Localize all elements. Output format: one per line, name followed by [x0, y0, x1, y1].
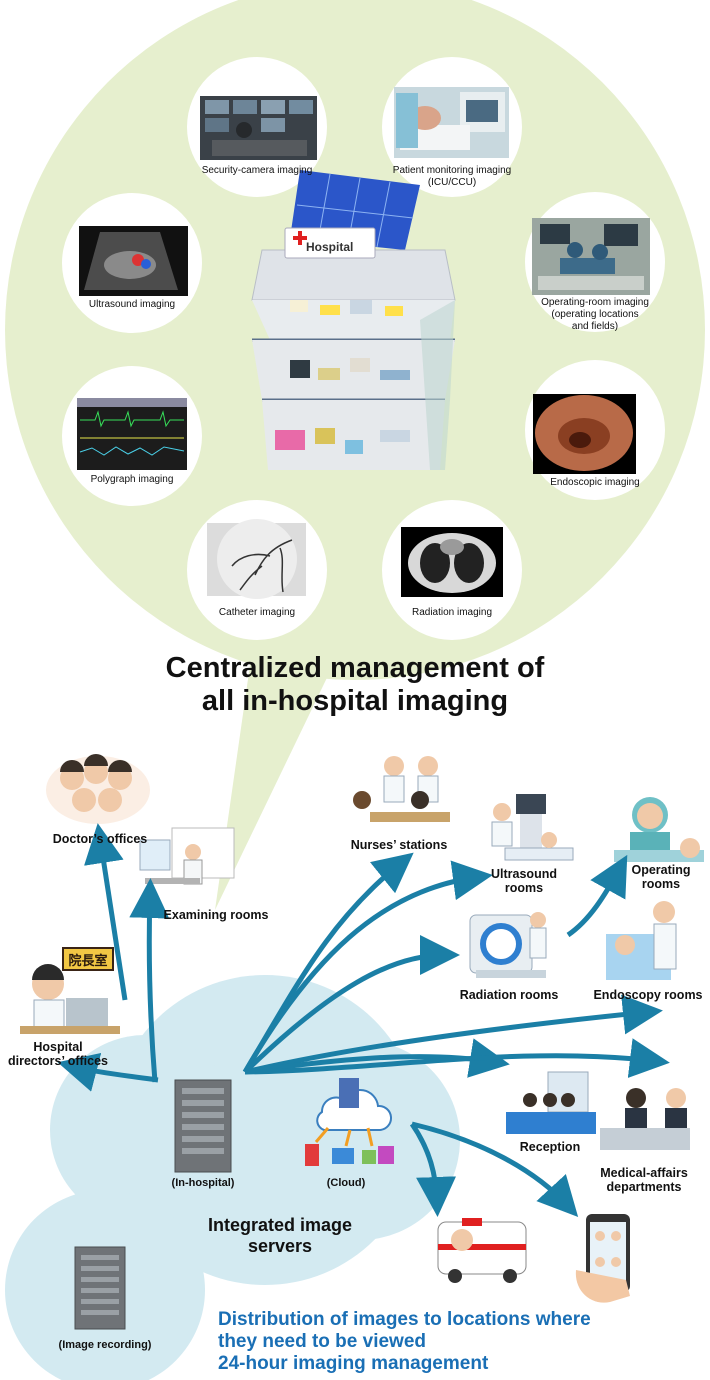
security-camera-photo	[200, 96, 317, 160]
operating-room-photo	[532, 218, 650, 295]
endoscopic-photo	[533, 394, 636, 474]
icu-photo	[394, 87, 509, 158]
hospital-building	[251, 170, 456, 470]
cloud-server-icon	[305, 1078, 394, 1166]
distribution-line-2: they need to be viewed	[218, 1331, 426, 1352]
operating-room-imaging-label: Operating-room imaging (operating locati…	[541, 297, 649, 332]
examining-rooms-label: Examining rooms	[163, 908, 269, 922]
reception-illustration	[506, 1071, 596, 1134]
ambulance-illustration	[437, 1218, 527, 1283]
in-hospital-server	[174, 1079, 232, 1173]
radiation-rooms-label: Radiation rooms	[459, 988, 559, 1002]
operating-room-illustration	[614, 797, 704, 862]
security-camera-label: Security-camera imaging	[201, 165, 313, 176]
ultrasound-photo	[79, 226, 188, 296]
polygraph-photo	[77, 398, 187, 470]
catheter-imaging-label: Catheter imaging	[218, 607, 296, 618]
radiation-room-illustration	[469, 912, 547, 978]
medical-affairs-illustration	[600, 1088, 690, 1150]
doctors-illustration	[46, 754, 150, 824]
doctors-offices-label: Doctor’s offices	[52, 832, 148, 846]
image-recording-label: (Image recording)	[58, 1339, 152, 1351]
in-hospital-server-label: (In-hospital)	[171, 1177, 235, 1189]
nurses-stations-label: Nurses’ stations	[350, 838, 448, 852]
endoscopy-rooms-label: Endoscopy rooms	[593, 988, 703, 1002]
operating-rooms-label: Operating rooms	[631, 863, 691, 891]
medical-affairs-label: Medical-affairs departments	[600, 1166, 688, 1194]
endoscopic-imaging-label: Endoscopic imaging	[550, 477, 640, 488]
nurses-illustration	[353, 756, 450, 822]
radiation-imaging-label: Radiation imaging	[411, 607, 493, 618]
examining-room-illustration	[139, 827, 235, 885]
patient-monitoring-label: Patient monitoring imaging (ICU/CCU)	[392, 165, 512, 188]
director-sign: 院長室	[68, 954, 108, 969]
cloud-server-label: (Cloud)	[326, 1177, 366, 1189]
ultrasound-room-illustration	[491, 794, 574, 861]
distribution-arrows	[57, 823, 670, 1218]
hospital-directors-offices-label: Hospital directors’ offices	[7, 1040, 109, 1068]
distribution-line-1: Distribution of images to locations wher…	[218, 1309, 591, 1330]
image-recording-server	[74, 1246, 126, 1330]
hospital-sign: Hospital	[306, 240, 354, 254]
distribution-line-3: 24-hour imaging management	[218, 1353, 489, 1374]
polygraph-imaging-label: Polygraph imaging	[90, 474, 174, 485]
radiation-photo	[401, 527, 503, 597]
catheter-photo	[207, 519, 306, 599]
title-line-2: all in-hospital imaging	[201, 685, 509, 717]
ultrasound-imaging-label: Ultrasound imaging	[88, 299, 176, 310]
ultrasound-rooms-label: Ultrasound rooms	[491, 867, 557, 895]
title-line-1: Centralized management of	[165, 652, 545, 684]
director-illustration	[20, 947, 120, 1034]
reception-label: Reception	[519, 1140, 581, 1154]
smartphone-illustration	[575, 1214, 630, 1303]
integrated-servers-title: Integrated image servers	[207, 1215, 353, 1256]
page-title: Centralized management of all in-hospita…	[60, 652, 650, 718]
endoscopy-room-illustration	[606, 901, 677, 980]
